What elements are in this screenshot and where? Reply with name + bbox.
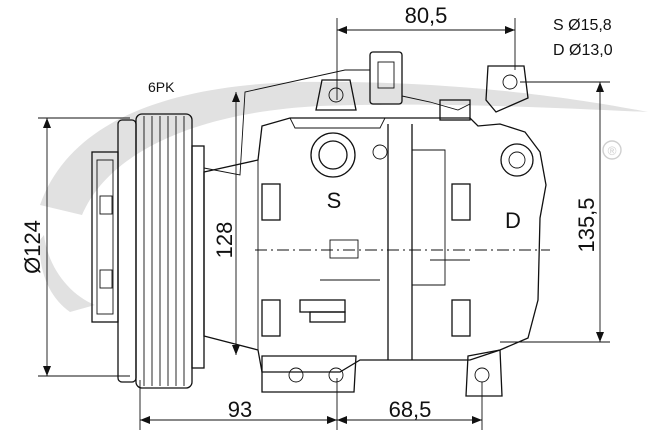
dimension-right-height: 135,5 xyxy=(574,197,599,252)
registered-mark: ® xyxy=(608,144,617,158)
dimension-top-width: 80,5 xyxy=(405,3,448,28)
dimension-bottom-right: 68,5 xyxy=(389,397,432,422)
spec-suction-diameter: S Ø15,8 xyxy=(553,17,612,34)
pulley-label-6pk: 6PK xyxy=(148,79,175,95)
acr-watermark-logo: ® xyxy=(39,81,648,312)
suction-port-label: S xyxy=(327,188,342,213)
dimension-lines xyxy=(38,18,610,430)
spec-discharge-diameter: D Ø13,0 xyxy=(553,42,613,59)
dimension-inner-height: 128 xyxy=(212,222,237,259)
pulley-clutch: 6PK xyxy=(91,79,205,389)
pulley-grooves xyxy=(143,116,185,386)
discharge-port-label: D xyxy=(505,208,521,233)
compressor-body xyxy=(203,51,547,397)
dimension-bottom-left: 93 xyxy=(228,397,252,422)
dimension-left-diameter: Ø124 xyxy=(20,220,45,274)
